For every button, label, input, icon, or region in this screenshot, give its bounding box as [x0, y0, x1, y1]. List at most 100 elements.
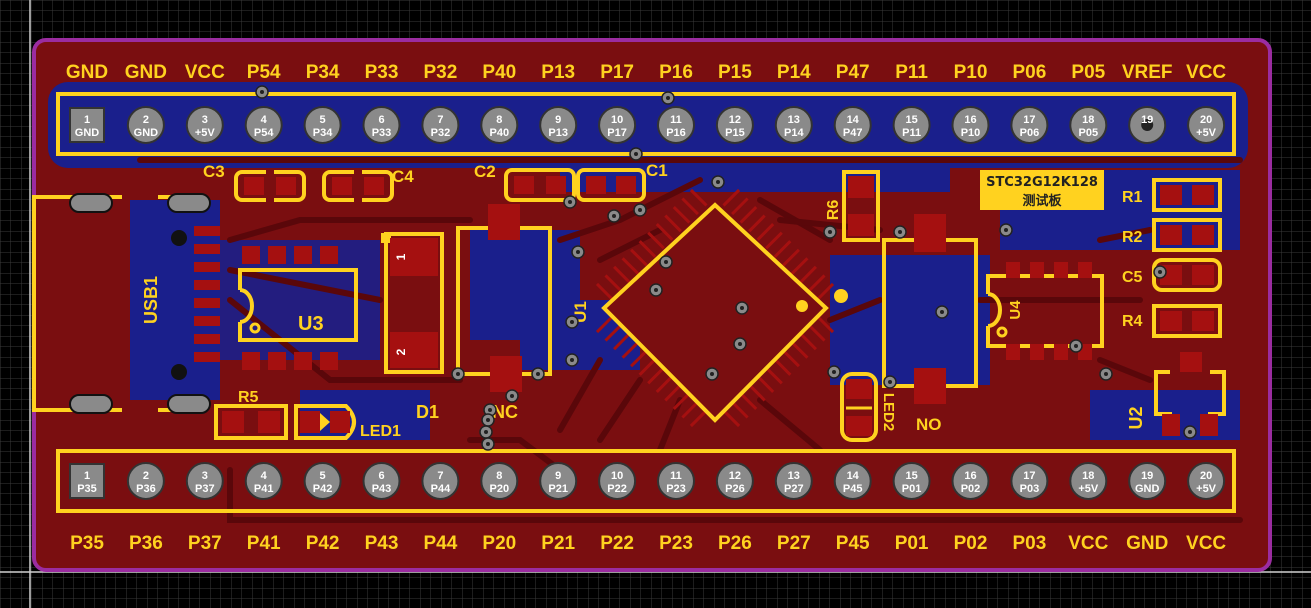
top-pad-name: +5V: [1196, 127, 1217, 139]
bottom-pad-20: 20+5V: [1187, 462, 1226, 500]
d1-pin2-label: 2: [394, 348, 408, 355]
bottom-pad-number: 20: [1200, 470, 1212, 482]
top-pad-name: P11: [902, 127, 921, 139]
ic-u2: U2: [1126, 352, 1226, 436]
top-header-label-10: P17: [600, 62, 634, 83]
top-pad-number: 4: [261, 114, 268, 126]
top-pad-number: 9: [555, 114, 561, 126]
top-header-label-4: P54: [247, 62, 281, 83]
bottom-pad-name: P23: [666, 483, 686, 495]
top-header-label-2: GND: [125, 62, 167, 83]
bottom-header-label-2: P36: [129, 533, 163, 554]
bottom-pad-name: +5V: [1196, 483, 1217, 495]
top-header-label-3: VCC: [185, 62, 225, 83]
bottom-pad-name: P44: [431, 483, 451, 495]
capacitor-c3: C3: [203, 162, 306, 204]
top-pad-number: 5: [320, 114, 326, 126]
bottom-pad-name: P02: [961, 483, 981, 495]
bottom-pad-name: P22: [607, 483, 627, 495]
regulator-nc: NC: [456, 204, 552, 422]
bottom-pad-name: GND: [1135, 483, 1160, 495]
top-pad-name: GND: [75, 127, 100, 139]
u2-label: U2: [1126, 406, 1146, 429]
led-led2: LED2: [840, 372, 897, 442]
r6-label: R6: [825, 200, 842, 221]
bottom-pad-number: 7: [437, 470, 443, 482]
top-pad-number: 2: [143, 114, 149, 126]
d1-label: D1: [416, 402, 439, 422]
bottom-pad-number: 2: [143, 470, 149, 482]
top-pad-number: 20: [1200, 114, 1212, 126]
bottom-pad-name: P41: [254, 483, 274, 495]
bottom-header-label-1: P35: [70, 533, 104, 554]
top-header-label-11: P16: [659, 62, 693, 83]
top-pad-name: P14: [784, 127, 804, 139]
bottom-header-label-13: P27: [777, 533, 811, 554]
bottom-pad-name: P35: [77, 483, 97, 495]
bottom-header-label-15: P01: [895, 533, 929, 554]
top-pad-number: 10: [611, 114, 623, 126]
led-led1: LED1: [294, 404, 401, 440]
top-pad-20: 20+5V: [1187, 106, 1226, 144]
top-header-label-12: P15: [718, 62, 752, 83]
top-pad-number: 3: [202, 114, 208, 126]
bottom-header-label-16: P02: [954, 533, 988, 554]
bottom-pad-name: P21: [548, 483, 568, 495]
top-pad-number: 18: [1082, 114, 1094, 126]
top-pad-number: 17: [1023, 114, 1035, 126]
u3-label: U3: [298, 313, 324, 335]
no-label: NO: [916, 415, 942, 434]
top-pad-number: 16: [964, 114, 976, 126]
bottom-pad-number: 10: [611, 470, 623, 482]
bottom-header-label-6: P43: [365, 533, 399, 554]
top-header-label-13: P14: [777, 62, 811, 83]
top-pad-name: P10: [961, 127, 981, 139]
top-header-label-18: P05: [1071, 62, 1105, 83]
bottom-pad-name: P01: [902, 483, 922, 495]
d1-pin1-label: 1: [394, 253, 408, 260]
top-pad-name: P40: [490, 127, 510, 139]
top-header-label-15: P11: [895, 62, 928, 83]
top-pad-name: +5V: [195, 127, 216, 139]
top-header-label-7: P32: [423, 62, 457, 83]
usb1-connector: USB1: [32, 193, 220, 414]
bottom-pad-number: 16: [964, 470, 976, 482]
top-pad-number: 8: [496, 114, 502, 126]
bottom-header-frame: [56, 449, 1236, 513]
resistor-r5: R5: [214, 389, 288, 440]
bottom-pad-number: 6: [378, 470, 384, 482]
top-pad-number: 15: [905, 114, 917, 126]
c5-label: C5: [1122, 269, 1143, 286]
r2-label: R2: [1122, 229, 1143, 246]
bottom-pad-number: 19: [1141, 470, 1153, 482]
bottom-pad-name: P36: [136, 483, 156, 495]
bottom-header-label-17: P03: [1012, 533, 1046, 554]
bottom-pad-number: 3: [202, 470, 208, 482]
bottom-header-label-20: VCC: [1186, 533, 1226, 554]
bottom-header-label-4: P41: [247, 533, 281, 554]
bottom-header-label-19: GND: [1126, 533, 1168, 554]
top-pad-name: P17: [607, 127, 627, 139]
top-pad-name: P33: [372, 127, 392, 139]
bottom-pad-number: 8: [496, 470, 502, 482]
top-pad-name: P13: [548, 127, 568, 139]
top-pad-name: P54: [254, 127, 274, 139]
top-pad-3: 3+5V: [185, 106, 224, 144]
bottom-pad-name: P42: [313, 483, 333, 495]
led1-label: LED1: [360, 423, 401, 440]
